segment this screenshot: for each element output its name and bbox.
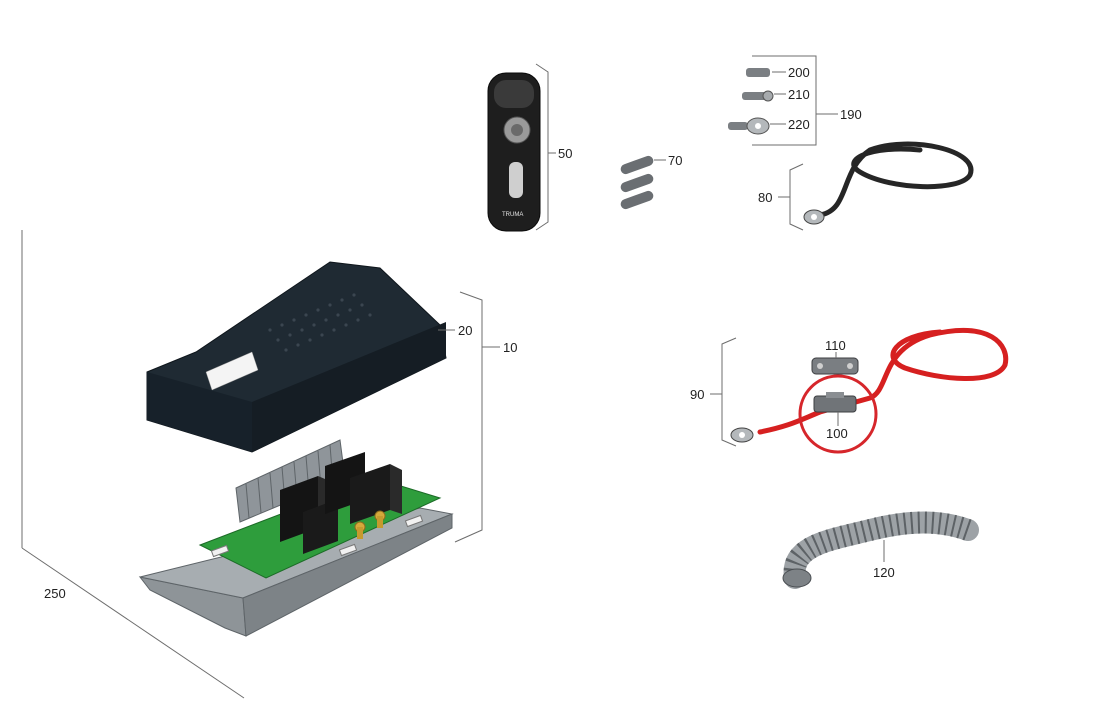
label-80: 80 [758,190,772,205]
cable-80-bracket: 80 [758,163,804,231]
control-unit-housing-cover [146,261,447,453]
battery-cable-icon [803,141,974,225]
label-20: 20 [458,323,472,338]
svg-text:TRUMA: TRUMA [502,212,523,218]
cable-90-bracket: 110 100 90 [690,337,848,447]
label-250: 250 [44,586,66,601]
ring-terminal-icon [728,68,786,135]
label-120: 120 [873,565,895,580]
fuse-holder-110 [811,357,859,375]
fused-red-cable [730,328,1009,454]
control-unit-base-plate [138,439,454,637]
label-10: 10 [503,340,517,355]
label-190: 190 [840,107,862,122]
label-110: 110 [825,338,846,353]
corrugated-hose-icon [782,511,979,589]
highlight-circle [798,374,878,454]
label-100: 100 [826,426,848,441]
terminal-set: 200 210 220 190 [728,55,862,146]
label-50: 50 [558,146,572,161]
fuse-icon [813,392,857,413]
remote-bracket: 50 [535,63,572,231]
label-70: 70 [668,153,682,168]
housing-cover-bracket: 20 10 [438,291,517,543]
label-220: 220 [788,117,810,132]
hose-120-label: 120 [873,540,895,580]
label-210: 210 [788,87,810,102]
spacer-sleeves: 70 [620,153,682,210]
label-200: 200 [788,65,810,80]
label-90: 90 [690,387,704,402]
assembly-250-bracket: 250 [21,230,245,699]
remote-control-icon: TRUMA [487,72,541,232]
